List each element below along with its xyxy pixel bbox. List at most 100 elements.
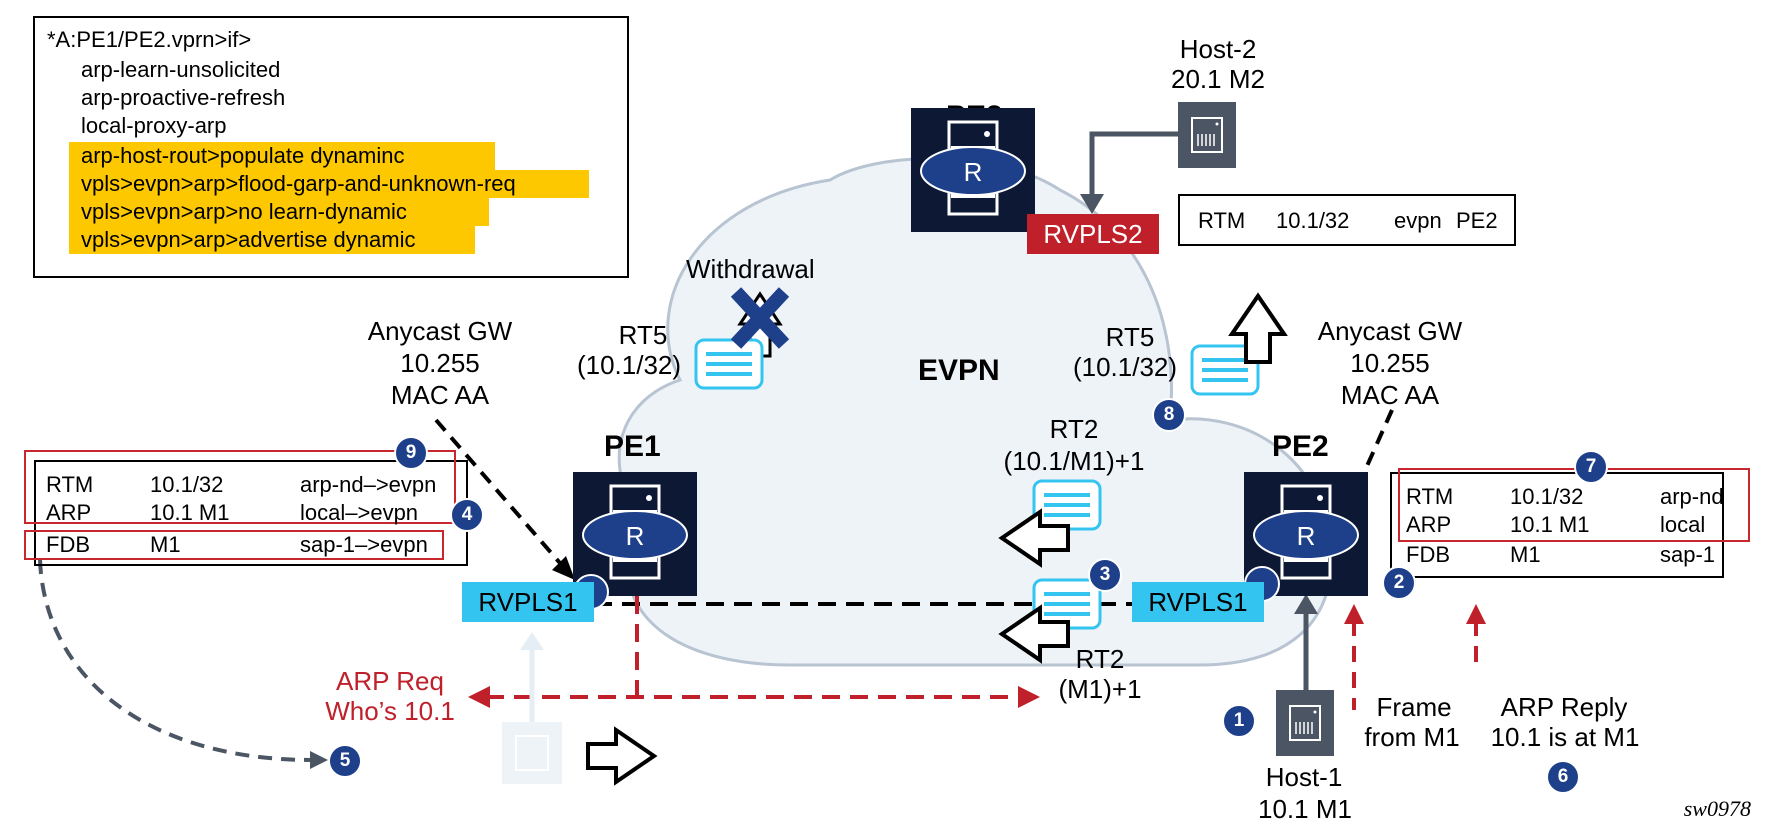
pe2-row-key: 10.1 M1	[1510, 512, 1590, 537]
faded-host-arrowhead	[520, 632, 544, 650]
pe1-row-key: 10.1 M1	[150, 500, 230, 525]
anycast-right-label: Anycast GW	[1317, 316, 1463, 346]
pe1-label: PE1	[604, 430, 661, 463]
arp-req-question: Who’s 10.1	[325, 696, 455, 726]
pe3-rtm-nexthop: PE2	[1456, 208, 1498, 233]
step-badge: 2	[1382, 566, 1416, 600]
host2-address: 20.1 M2	[1171, 64, 1265, 94]
rt2-top-type: RT2	[1049, 414, 1099, 444]
pe2-row-type: FDB	[1406, 542, 1450, 567]
host1-link-arrowhead	[1294, 594, 1318, 614]
rt5-left-prefix: (10.1/32)	[576, 350, 682, 380]
frame-label-title: Frame	[1376, 692, 1452, 722]
rt5-right-prefix: (10.1/32)	[1072, 352, 1178, 382]
fdb-curve-arrowhead	[310, 751, 328, 769]
config-line-highlighted: arp-host-rout>populate dynaminc	[69, 142, 495, 170]
config-prompt: *A:PE1/PE2.vprn>if>	[47, 27, 252, 52]
rt2-bottom-prefix: (M1)+1	[1058, 674, 1142, 704]
rvpls1-right-service[interactable]: RVPLS1	[1132, 582, 1264, 622]
anycast-right-ip: 10.255	[1350, 348, 1430, 378]
fdb-to-step5-curve	[38, 559, 313, 762]
frame-arrowhead	[1344, 604, 1364, 624]
config-line-highlighted: vpls>evpn>arp>advertise dynamic	[69, 226, 475, 254]
config-line: arp-learn-unsolicited	[81, 57, 281, 82]
host2-icon[interactable]	[1178, 102, 1236, 168]
pe3-rtm-proto: evpn	[1394, 208, 1442, 233]
router-glyph: R	[1297, 521, 1316, 551]
hollow-arrow-right	[586, 726, 658, 786]
host1-address: 10.1 M1	[1258, 794, 1352, 824]
pe2-row-key: M1	[1510, 542, 1541, 567]
hollow-arrow-up-right-front	[1228, 292, 1288, 364]
host2-link-arrowhead	[1080, 194, 1104, 214]
config-box: *A:PE1/PE2.vprn>if> arp-learn-unsolicite…	[33, 16, 629, 278]
anycast-right-mac: MAC AA	[1340, 380, 1440, 410]
router-icon: R	[1253, 484, 1359, 580]
rt5-left-type: RT5	[618, 320, 668, 350]
anycast-left-ip: 10.255	[400, 348, 480, 378]
pe3-rtm-table: RTM 10.1/32 evpn PE2	[1178, 194, 1516, 246]
faded-host-icon	[502, 722, 562, 784]
host1-name: Host-1	[1265, 762, 1343, 792]
host2-link	[1089, 131, 1180, 200]
arp-req-arrow-right	[1018, 686, 1040, 708]
pe2-label: PE2	[1272, 430, 1329, 463]
router-icon: R	[582, 484, 688, 580]
rt2-bottom-type: RT2	[1075, 644, 1125, 674]
arp-reply-title: ARP Reply	[1500, 692, 1628, 722]
pe3-router[interactable]: R	[911, 108, 1035, 232]
withdrawal-label: Withdrawal	[686, 254, 815, 284]
pe1-highlight-rtm-arp	[24, 450, 456, 524]
rvpls2-service[interactable]: RVPLS2	[1027, 214, 1159, 254]
router-glyph: R	[964, 157, 983, 187]
arp-req-title: ARP Req	[336, 666, 444, 696]
step-badge: 4	[450, 498, 484, 532]
route-message-icon-rt5-left	[694, 338, 764, 390]
pe2-row-type: RTM	[1406, 484, 1454, 509]
pe1-row-type: FDB	[46, 532, 90, 557]
pe1-row-key: M1	[150, 532, 181, 557]
hollow-arrow-left-top-front	[998, 508, 1070, 568]
anycast-left-mac: MAC AA	[390, 380, 490, 410]
server-icon	[1191, 117, 1223, 153]
config-line-highlighted: vpls>evpn>arp>flood-garp-and-unknown-req	[69, 170, 589, 198]
route-message-icon-rt5-right	[1190, 344, 1260, 396]
step-badge: 8	[1152, 398, 1186, 432]
pe3-rtm-prefix: 10.1/32	[1276, 208, 1350, 233]
rvpls1-left-service[interactable]: RVPLS1	[462, 582, 594, 622]
anycast-left-arrowhead	[552, 556, 575, 580]
config-line-highlighted: vpls>evpn>arp>no learn-dynamic	[69, 198, 489, 226]
pe3-rtm-type: RTM	[1198, 208, 1246, 233]
router-icon: R	[920, 120, 1026, 216]
router-glyph: R	[626, 521, 645, 551]
frame-label-source: from M1	[1364, 722, 1460, 752]
pe1-row-type: RTM	[46, 472, 94, 497]
step-badge: 3	[1088, 558, 1122, 592]
arp-reply-answer: 10.1 is at M1	[1490, 722, 1640, 752]
pe2-row-value: arp-nd	[1660, 484, 1724, 509]
pe1-highlight-fdb	[24, 530, 444, 560]
withdrawal-x-icon	[730, 287, 790, 349]
anycast-left-label: Anycast GW	[367, 316, 513, 346]
evpn-cloud-label: EVPN	[918, 354, 1000, 387]
pe2-row-value: sap-1	[1660, 542, 1716, 567]
rt2-top-prefix: (10.1/M1)+1	[1003, 446, 1145, 476]
anycast-left-pointer	[434, 418, 568, 572]
rt5-right-type: RT5	[1105, 322, 1155, 352]
host1-icon[interactable]	[1276, 690, 1334, 756]
pe2-router[interactable]: R	[1244, 472, 1368, 596]
step-badge: 9	[394, 436, 428, 470]
pe1-row-value: local–>evpn	[300, 500, 419, 525]
pe2-row-value: local	[1660, 512, 1706, 537]
arp-req-arrow-left	[468, 686, 490, 708]
step-badge: 7	[1574, 450, 1608, 484]
pe2-table	[1390, 472, 1724, 578]
config-line: local-proxy-arp	[81, 113, 227, 138]
pe1-row-type: ARP	[46, 500, 92, 525]
hollow-arrow-left-bottom-front	[998, 604, 1070, 664]
config-line: arp-proactive-refresh	[81, 85, 286, 110]
pe2-row-type: ARP	[1406, 512, 1452, 537]
pe2-row-key: 10.1/32	[1510, 484, 1584, 509]
host2-name: Host-2	[1179, 34, 1257, 64]
arp-reply-arrowhead	[1466, 604, 1486, 624]
